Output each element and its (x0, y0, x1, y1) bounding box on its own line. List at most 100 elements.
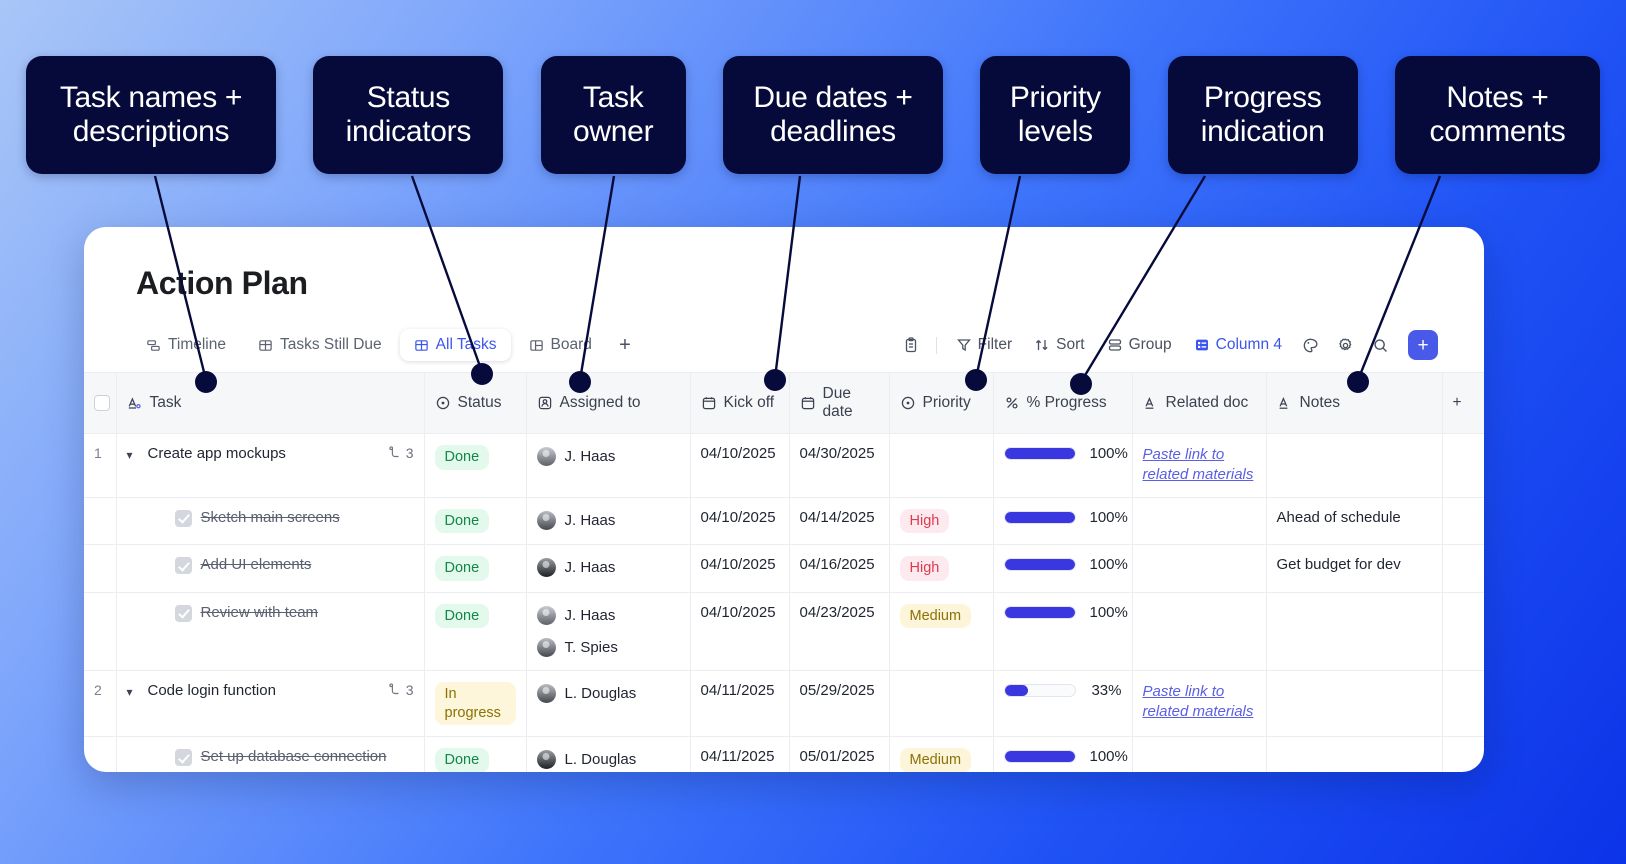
cell-status[interactable]: Done (424, 544, 527, 593)
clipboard-button[interactable] (896, 330, 926, 360)
cell-progress[interactable]: 100% (993, 736, 1133, 772)
related-doc-link[interactable]: Paste link to related materials (1142, 683, 1254, 721)
assignee: L. Douglas (536, 682, 680, 705)
cell-related-doc[interactable] (1132, 497, 1267, 546)
column-4-button[interactable]: Column 4 (1185, 330, 1291, 360)
task-title: Create app mockups (147, 445, 286, 462)
cell-progress[interactable]: 33% (993, 670, 1133, 738)
cell-due-date[interactable]: 04/14/2025 (789, 497, 890, 546)
cell-kick-off[interactable]: 04/11/2025 (690, 670, 790, 738)
cell-related-doc[interactable] (1132, 544, 1267, 593)
cell-notes[interactable] (1266, 670, 1443, 738)
filter-button[interactable]: Filter (947, 330, 1021, 360)
select-all-checkbox[interactable] (94, 395, 110, 411)
cell-progress[interactable]: 100% (993, 592, 1133, 672)
cell-progress[interactable]: 100% (993, 497, 1133, 546)
cell-priority[interactable]: High (889, 497, 994, 546)
cell-notes[interactable]: Get budget for dev (1266, 544, 1443, 593)
cell-notes[interactable] (1266, 433, 1443, 498)
cell-status[interactable]: Done (424, 497, 527, 546)
sort-button[interactable]: Sort (1025, 330, 1093, 360)
cell-task[interactable]: Add UI elements (116, 544, 425, 593)
column-header-kick-off[interactable]: Kick off (690, 372, 790, 434)
column-header-assigned-to[interactable]: Assigned to (526, 372, 691, 434)
cell-kick-off[interactable]: 04/10/2025 (690, 497, 790, 546)
cell-priority[interactable]: Medium (889, 736, 994, 772)
task-checkbox[interactable] (174, 509, 192, 527)
search-button[interactable] (1365, 330, 1396, 360)
column-header-select-all[interactable] (84, 372, 117, 434)
cell-due-date[interactable]: 05/29/2025 (789, 670, 890, 738)
cell-related-doc[interactable] (1132, 736, 1267, 772)
column-header-due-date[interactable]: Due date (789, 372, 890, 434)
column-header-task[interactable]: Task (116, 372, 425, 434)
cell-due-date[interactable]: 05/01/2025 (789, 736, 890, 772)
cell-related-doc[interactable]: Paste link to related materials (1132, 670, 1267, 738)
cell-due-date[interactable]: 04/16/2025 (789, 544, 890, 593)
cell-due-date[interactable]: 04/30/2025 (789, 433, 890, 498)
column-header-notes[interactable]: Notes (1266, 372, 1443, 434)
sort-label: Sort (1056, 336, 1085, 353)
cell-priority[interactable]: High (889, 544, 994, 593)
column-header-priority[interactable]: Priority (889, 372, 994, 434)
cell-status[interactable]: Done (424, 736, 527, 772)
task-checkbox[interactable] (174, 749, 192, 767)
cell-due-date[interactable]: 04/23/2025 (789, 592, 890, 672)
column-header-progress[interactable]: % Progress (993, 372, 1133, 434)
add-view-button[interactable]: + (619, 333, 631, 356)
cell-related-doc[interactable] (1132, 592, 1267, 672)
cell-related-doc[interactable]: Paste link to related materials (1132, 433, 1267, 498)
add-column-button[interactable]: + (1442, 372, 1484, 434)
column-header-status[interactable]: Status (424, 372, 527, 434)
tab-all-tasks[interactable]: All Tasks (399, 329, 511, 361)
cell-kick-off[interactable]: 04/10/2025 (690, 433, 790, 498)
cell-assigned-to[interactable]: L. Douglas (526, 670, 691, 738)
cell-task[interactable]: Set up database connection (116, 736, 425, 772)
cell-priority[interactable] (889, 670, 994, 738)
cell-task[interactable]: Review with team (116, 592, 425, 672)
column-4-label: Column 4 (1215, 336, 1282, 353)
cell-kick-off[interactable]: 04/10/2025 (690, 592, 790, 672)
cell-notes[interactable] (1266, 736, 1443, 772)
chevron-down-icon[interactable]: ▾ (126, 685, 133, 700)
column-header-related-doc[interactable]: Related doc (1132, 372, 1267, 434)
cell-status[interactable]: Done (424, 433, 527, 498)
chevron-down-icon[interactable]: ▾ (126, 448, 133, 462)
cell-status[interactable]: In progress (424, 670, 527, 738)
cell-assigned-to[interactable]: J. Haas (526, 544, 691, 593)
task-checkbox[interactable] (174, 557, 192, 575)
cell-task[interactable]: Sketch main screens (116, 497, 425, 546)
cell-notes[interactable] (1266, 592, 1443, 672)
cell-kick-off[interactable]: 04/10/2025 (690, 544, 790, 593)
progress-bar (1003, 684, 1076, 698)
cell-priority[interactable]: Medium (889, 592, 994, 672)
cell-progress[interactable]: 100% (993, 433, 1133, 498)
tab-timeline[interactable]: Timeline (132, 329, 240, 361)
related-doc-link[interactable]: Paste link to related materials (1142, 446, 1254, 484)
group-button[interactable]: Group (1098, 330, 1181, 360)
cell-kick-off[interactable]: 04/11/2025 (690, 736, 790, 772)
cell-progress[interactable]: 100% (993, 544, 1133, 593)
cell-assigned-to[interactable]: J. Haas (526, 433, 691, 498)
palette-button[interactable] (1295, 330, 1326, 360)
cell-assigned-to[interactable]: J. Haas (526, 497, 691, 546)
tab-board[interactable]: Board (515, 329, 606, 361)
cell-assigned-to[interactable]: L. Douglas (526, 736, 691, 772)
cell-status[interactable]: Done (424, 592, 527, 672)
settings-button[interactable] (1330, 330, 1361, 360)
table-scroll-area[interactable]: Task Status (84, 372, 1484, 772)
cell-notes[interactable]: Ahead of schedule (1266, 497, 1443, 546)
task-checkbox[interactable] (174, 604, 192, 622)
cell-priority[interactable] (889, 433, 994, 498)
tab-tasks-still-due[interactable]: Tasks Still Due (244, 329, 396, 361)
add-record-button[interactable]: + (1408, 330, 1438, 360)
